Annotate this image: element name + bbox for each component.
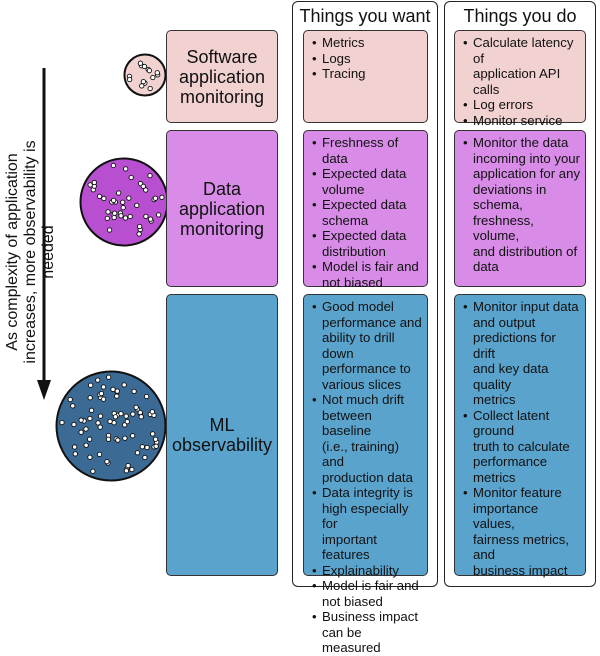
cell-do-software: Calculate latency of application API cal…: [454, 30, 586, 143]
bullet-item: Calculate latency of application API cal…: [463, 35, 581, 97]
ml-observability-circle-icon: [55, 370, 167, 482]
column-header-want: Things you want: [299, 6, 431, 26]
bullet-item: Logs: [312, 51, 423, 67]
bullet-item: Metrics: [312, 35, 423, 51]
cell-do-ml: Monitor input data and output prediction…: [454, 294, 586, 578]
bullet-item: Monitor the data incoming into your appl…: [463, 135, 581, 275]
bullet-item: Expected data schema: [312, 197, 423, 228]
bullet-item: Not much drift between baseline (i.e., t…: [312, 392, 423, 485]
bullet-item: Data integrity is high especially for im…: [312, 485, 423, 563]
bullet-item: Explainability: [312, 563, 423, 579]
bullet-item: Monitor feature importance values, fairn…: [463, 485, 581, 578]
cell-do-data: Monitor the data incoming into your appl…: [454, 130, 586, 287]
bullet-item: Tracing: [312, 66, 423, 82]
bullet-item: Business impact can be measured: [312, 609, 423, 656]
bullet-item: Expected data distribution: [312, 228, 423, 259]
bullet-item: Monitor input data and output prediction…: [463, 299, 581, 408]
complexity-axis-label: As complexity of application increases, …: [4, 140, 57, 364]
bullet-item: Collect latent ground truth to calculate…: [463, 408, 581, 486]
column-header-do: Things you do: [463, 6, 577, 26]
software-monitoring-circle-icon: [123, 53, 167, 97]
bullet-item: Model is fair and not biased: [312, 259, 423, 290]
down-arrow-icon: [37, 68, 51, 400]
bullet-item: Good model performance and ability to dr…: [312, 299, 423, 392]
cell-want-software: MetricsLogsTracing: [303, 30, 428, 123]
bullet-item: Log errors: [463, 97, 581, 113]
bullet-item: Freshness of data: [312, 135, 423, 166]
data-monitoring-circle-icon: [79, 157, 169, 247]
bullet-item: Expected data volume: [312, 166, 423, 197]
cell-want-ml: Good model performance and ability to dr…: [303, 294, 428, 655]
cell-want-data: Freshness of dataExpected data volumeExp…: [303, 130, 428, 290]
bullet-item: Model is fair and not biased: [312, 578, 423, 609]
